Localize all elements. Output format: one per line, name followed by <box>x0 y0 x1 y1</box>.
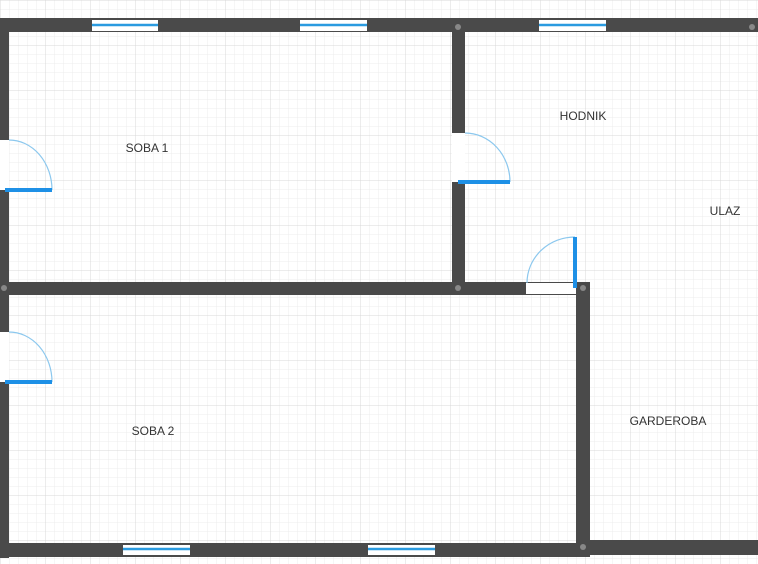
wall-bottom-left <box>0 543 590 557</box>
wall-bottom-right <box>580 540 758 555</box>
room-label-soba2: SOBA 2 <box>132 424 175 438</box>
door-soba1 <box>0 139 53 192</box>
door-soba2 <box>0 331 53 384</box>
door-hodnik <box>452 132 511 184</box>
window-bottom-2 <box>368 545 435 555</box>
wall-middle-horizontal <box>0 282 590 295</box>
wall-vertical-garderoba <box>576 282 590 557</box>
windows <box>92 20 606 555</box>
window-top-2 <box>300 20 367 31</box>
room-label-garderoba: GARDEROBA <box>630 414 707 428</box>
window-top-3 <box>539 20 606 31</box>
window-bottom-1 <box>123 545 190 555</box>
room-labels: SOBA 1 HODNIK ULAZ SOBA 2 GARDEROBA <box>126 109 741 438</box>
room-label-soba1: SOBA 1 <box>126 141 169 155</box>
window-top-1 <box>92 20 158 31</box>
door-ulaz <box>526 236 577 294</box>
room-label-ulaz: ULAZ <box>710 204 741 218</box>
room-label-hodnik: HODNIK <box>560 109 607 123</box>
wall-joints <box>1 24 755 550</box>
doors <box>0 132 577 384</box>
